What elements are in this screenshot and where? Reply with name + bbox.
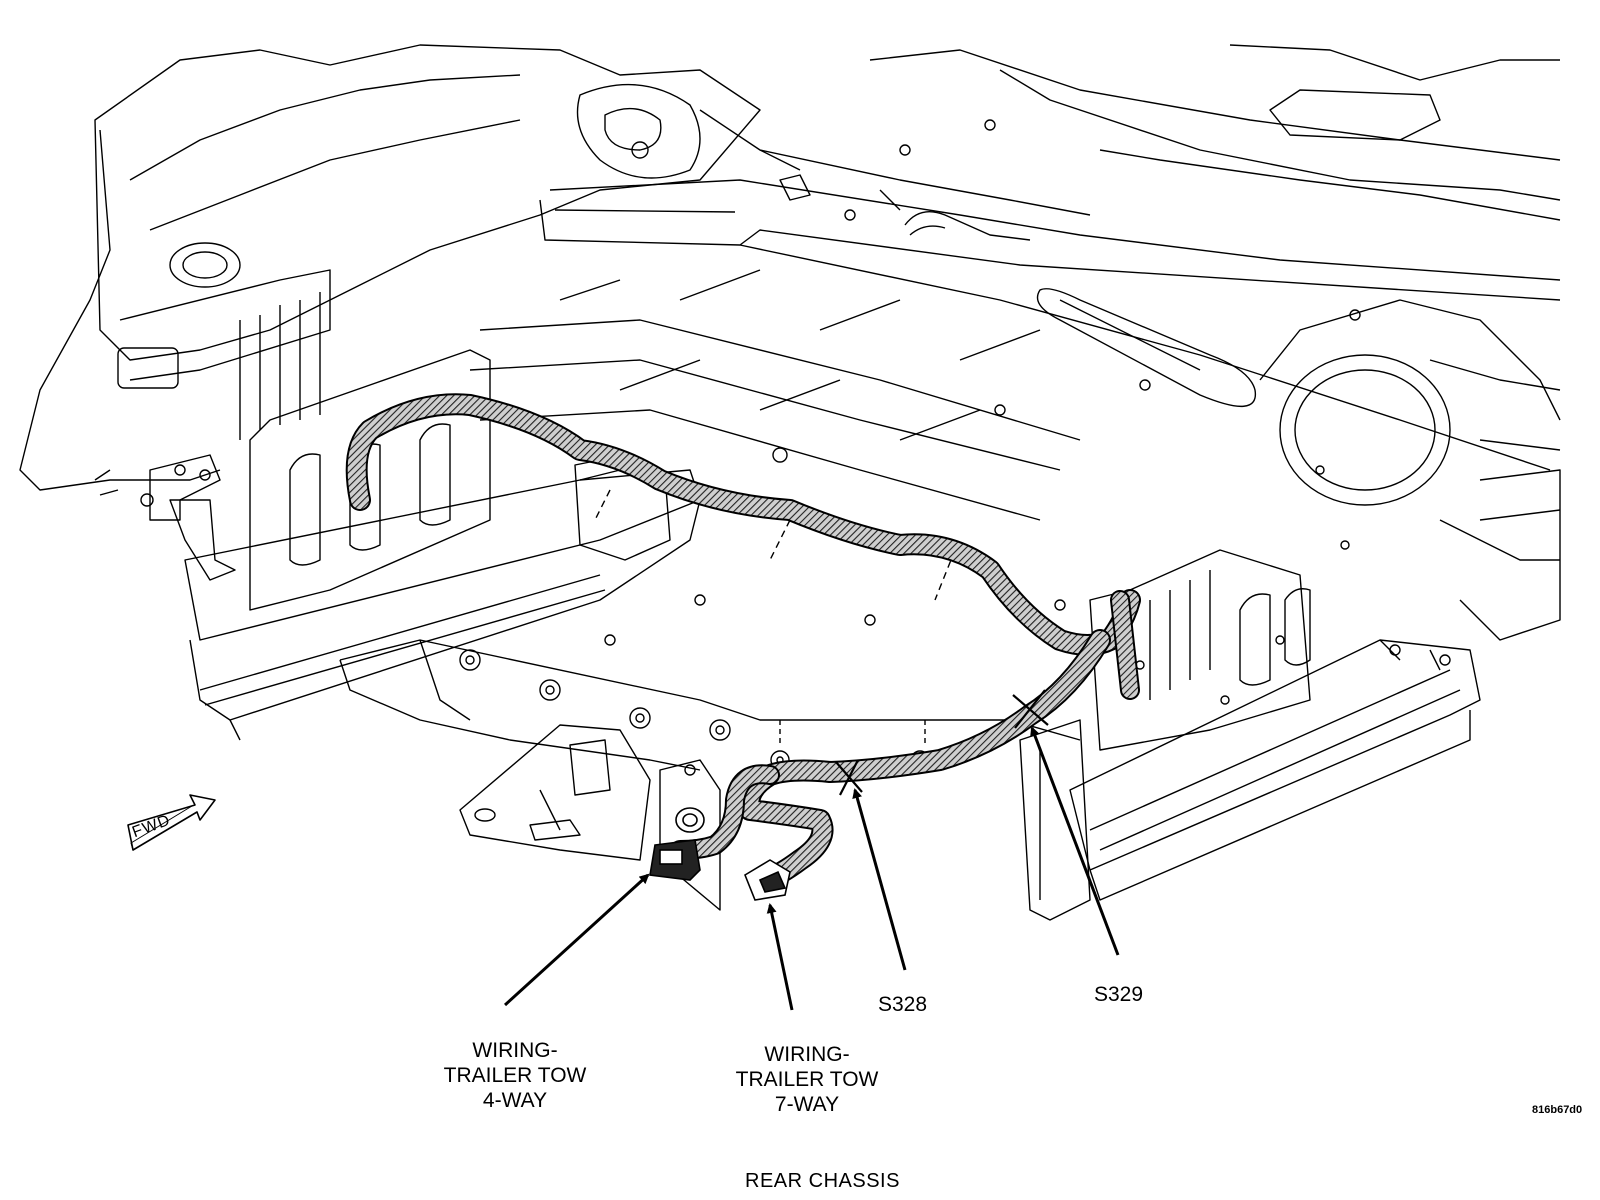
tow4-line2: TRAILER TOW	[443, 1064, 587, 1087]
tow-connectors	[649, 807, 791, 901]
tow7-line1: WIRING-	[764, 1043, 850, 1066]
tow4-line1: WIRING-	[472, 1039, 558, 1062]
s329-callout-label: S329	[1094, 982, 1143, 1007]
tow4-line3: 4-WAY	[482, 1089, 548, 1112]
s328-text: S328	[878, 993, 928, 1016]
trailer-tow-7way-callout: WIRING- TRAILER TOW 7-WAY	[732, 1042, 882, 1117]
figure-caption: REAR CHASSIS	[745, 1170, 900, 1192]
trailer-tow-4way-callout: WIRING- TRAILER TOW 4-WAY	[440, 1038, 590, 1113]
tow7-line2: TRAILER TOW	[735, 1068, 879, 1091]
s328-callout-label: S328	[878, 992, 927, 1017]
body-structure	[19, 44, 1561, 921]
wiring-harness	[345, 393, 1141, 891]
figure-code: 816b67d0	[1532, 1104, 1583, 1116]
tow7-line3: 7-WAY	[774, 1093, 840, 1116]
leader-arrows	[503, 726, 1120, 1011]
s329-text: S329	[1094, 983, 1144, 1006]
splice-marks	[835, 689, 1049, 796]
